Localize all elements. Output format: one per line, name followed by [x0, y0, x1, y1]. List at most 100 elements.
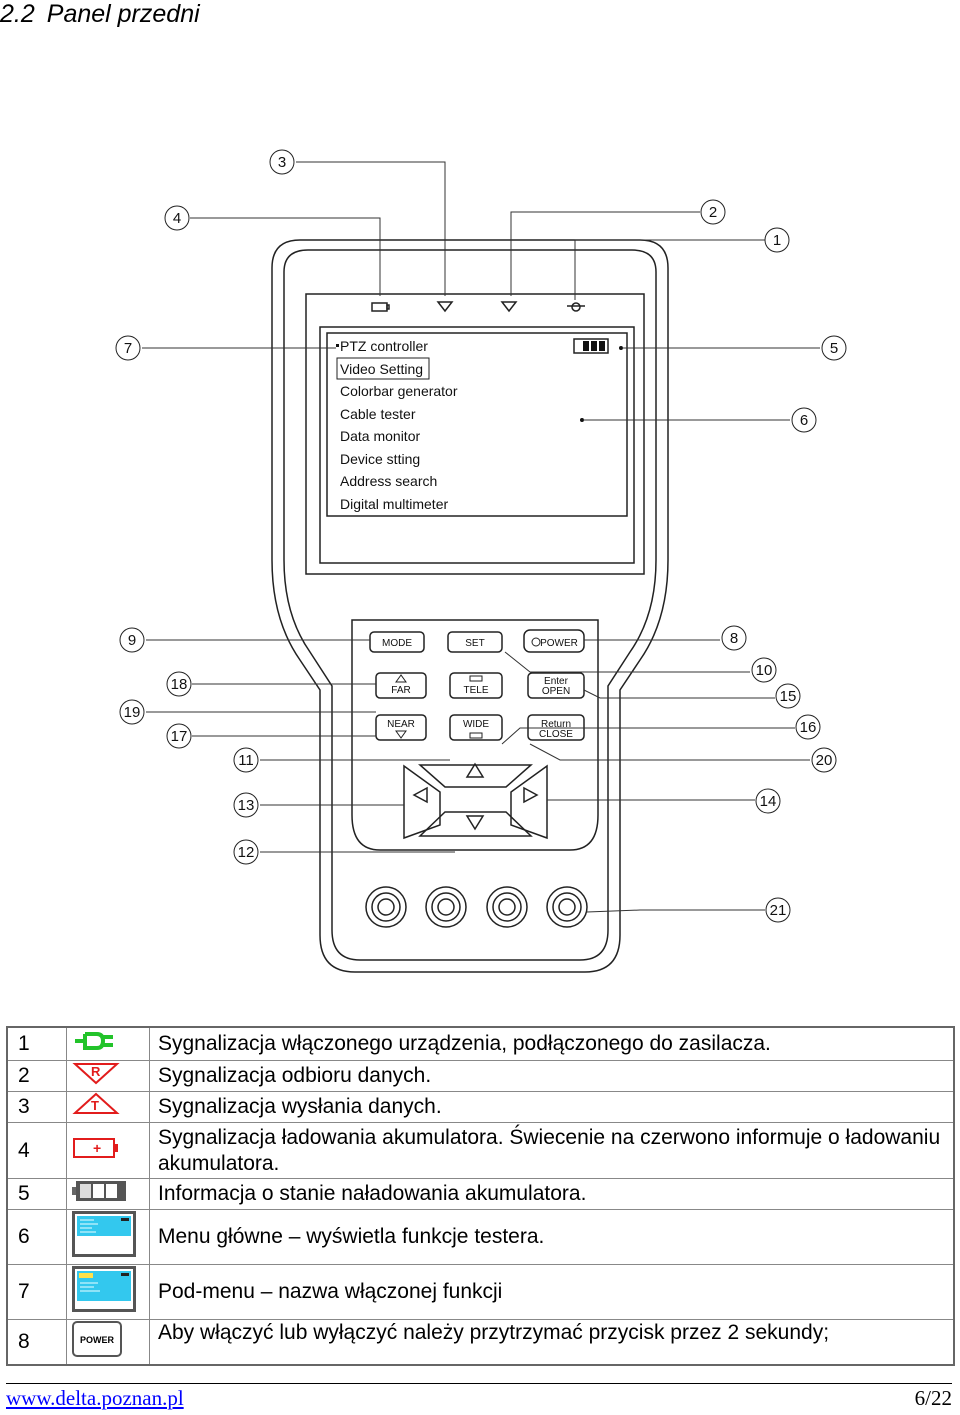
callout-17: 17: [166, 723, 192, 749]
screen-menu-item: PTZ controller: [340, 338, 428, 354]
callout-12: 12: [233, 839, 259, 865]
connector-2: [425, 886, 467, 928]
svg-text:CLOSE: CLOSE: [539, 729, 573, 740]
front-panel-diagram: PTZ controller Video Setting Colorbar ge…: [115, 149, 847, 973]
mode-button: [369, 631, 425, 653]
svg-text:T: T: [91, 1098, 99, 1113]
svg-text:OPEN: OPEN: [542, 686, 570, 697]
screen-frame: [305, 293, 645, 575]
svg-text:MODE: MODE: [382, 638, 412, 649]
main-menu-thumbnail-icon: [72, 1211, 136, 1257]
callout-15: 15: [775, 683, 801, 709]
svg-text:18: 18: [171, 676, 188, 693]
svg-text:3: 3: [278, 154, 286, 171]
svg-text:Return: Return: [541, 719, 571, 730]
svg-text:WIDE: WIDE: [463, 719, 489, 730]
callout-20: 20: [811, 747, 837, 773]
footer-link[interactable]: www.delta.poznan.pl: [6, 1386, 184, 1410]
legend-row: 2 R Sygnalizacja odbioru danych.: [6, 1060, 955, 1092]
set-button: [447, 631, 503, 653]
legend-row: 4 + Sygnalizacja ładowania akumulatora. …: [6, 1122, 955, 1179]
svg-text:TELE: TELE: [463, 685, 488, 696]
tele-button: [449, 672, 503, 699]
svg-text:14: 14: [760, 793, 777, 810]
callout-5: 5: [821, 335, 847, 361]
battery-level-icon: [72, 1181, 126, 1201]
callout-21: 21: [765, 897, 791, 923]
callout-8: 8: [721, 625, 747, 651]
page-number: 6/22: [914, 1386, 952, 1410]
legend-row: 8 POWER Aby włączyć lub wyłączyć należy …: [6, 1319, 955, 1366]
legend-number: 3: [6, 1091, 67, 1123]
svg-text:9: 9: [128, 632, 136, 649]
svg-text:5: 5: [830, 340, 838, 357]
legend-text: Informacja o stanie naładowania akumulat…: [149, 1178, 955, 1210]
legend-text: Sygnalizacja ładowania akumulatora. Świe…: [149, 1122, 955, 1179]
svg-text:1: 1: [773, 232, 781, 249]
legend-number: 4: [6, 1122, 67, 1179]
legend-row: 5 Informacja o stanie naładowania akumul…: [6, 1178, 955, 1210]
svg-text:12: 12: [238, 844, 255, 861]
section-number: 2.2: [0, 0, 35, 28]
legend-number: 8: [6, 1319, 67, 1366]
svg-text:2: 2: [709, 204, 717, 221]
far-button: [375, 672, 427, 699]
legend-table: 1 Sygnalizacja włączonego urządzenia, po…: [6, 1026, 955, 1366]
legend-row: 1 Sygnalizacja włączonego urządzenia, po…: [6, 1026, 955, 1061]
screen-menu-item: Colorbar generator: [340, 383, 458, 399]
legend-text: Sygnalizacja wysłania danych.: [149, 1091, 955, 1123]
legend-text: Sygnalizacja odbioru danych.: [149, 1060, 955, 1092]
legend-text: Aby włączyć lub wyłączyć należy przytrzy…: [149, 1319, 955, 1366]
svg-text:20: 20: [816, 752, 833, 769]
legend-number: 6: [6, 1209, 67, 1265]
near-button: [375, 714, 427, 741]
section-title: Panel przedni: [46, 0, 200, 28]
submenu-thumbnail-icon: [72, 1266, 136, 1312]
callout-18: 18: [166, 671, 192, 697]
svg-text:21: 21: [770, 902, 787, 919]
power-button: [523, 629, 585, 653]
legend-row: 6 Menu główne – wyświetla funkcje tester…: [6, 1209, 955, 1265]
svg-text:SET: SET: [465, 638, 484, 649]
svg-text:FAR: FAR: [391, 685, 410, 696]
device-body: [271, 239, 669, 973]
wide-button: [449, 714, 503, 741]
screen-menu-item: Data monitor: [340, 428, 420, 444]
connector-3: [486, 886, 528, 928]
svg-text:NEAR: NEAR: [387, 719, 415, 730]
svg-text:17: 17: [171, 728, 188, 745]
dpad-up: [418, 764, 533, 788]
callout-16: 16: [795, 714, 821, 740]
callout-7: 7: [115, 335, 141, 361]
power-button-label: POWER: [80, 1335, 115, 1345]
screen-menu-item: Address search: [340, 473, 437, 489]
callout-14: 14: [755, 788, 781, 814]
legend-text: Sygnalizacja włączonego urządzenia, podł…: [149, 1026, 955, 1061]
callout-13: 13: [233, 792, 259, 818]
callout-1: 1: [764, 227, 790, 253]
svg-text:15: 15: [780, 688, 797, 705]
screen-menu-item: Device stting: [340, 451, 420, 467]
power-button-icon: POWER: [72, 1321, 122, 1357]
svg-text:R: R: [91, 1064, 101, 1079]
svg-text:+: +: [93, 1140, 101, 1156]
legend-number: 2: [6, 1060, 67, 1092]
power-plug-icon: [75, 1032, 113, 1050]
legend-row: 3 T Sygnalizacja wysłania danych.: [6, 1091, 955, 1123]
dpad-right: [510, 764, 548, 840]
connector-1: [365, 886, 407, 928]
section-heading: 2.2 Panel przedni: [0, 0, 200, 29]
legend-number: 7: [6, 1264, 67, 1320]
callout-3: 3: [269, 149, 295, 175]
svg-text:19: 19: [124, 704, 141, 721]
svg-text:11: 11: [238, 752, 254, 769]
callout-2: 2: [700, 199, 726, 225]
page-footer: www.delta.poznan.pl 6/22: [6, 1383, 952, 1411]
screen-menu-item: Cable tester: [340, 406, 416, 422]
enter-button: [527, 672, 585, 699]
svg-text:7: 7: [124, 340, 132, 357]
legend-row: 7 Pod-menu – nazwa włączonej funkcji: [6, 1264, 955, 1320]
connector-4: [546, 886, 588, 928]
dpad-down: [418, 811, 533, 837]
svg-text:4: 4: [173, 210, 181, 227]
